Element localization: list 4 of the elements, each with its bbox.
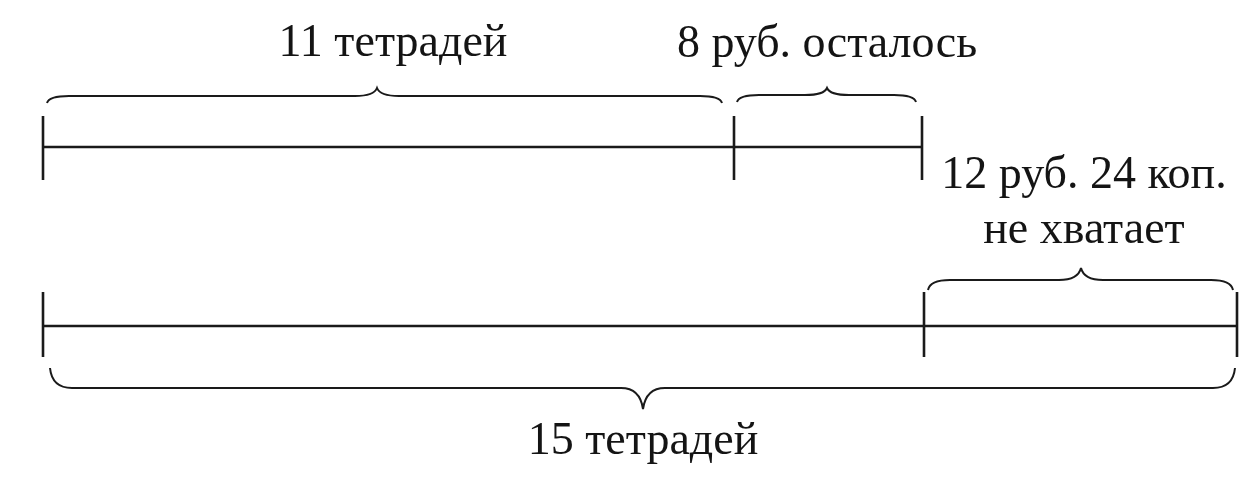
dimension-label: 11 тетрадей bbox=[278, 14, 508, 68]
dimension-label: 12 руб. 24 коп. не хватает bbox=[940, 146, 1228, 255]
dimension-label: 15 тетрадей bbox=[527, 412, 759, 466]
dimension-label: 8 руб. осталось bbox=[676, 15, 978, 69]
